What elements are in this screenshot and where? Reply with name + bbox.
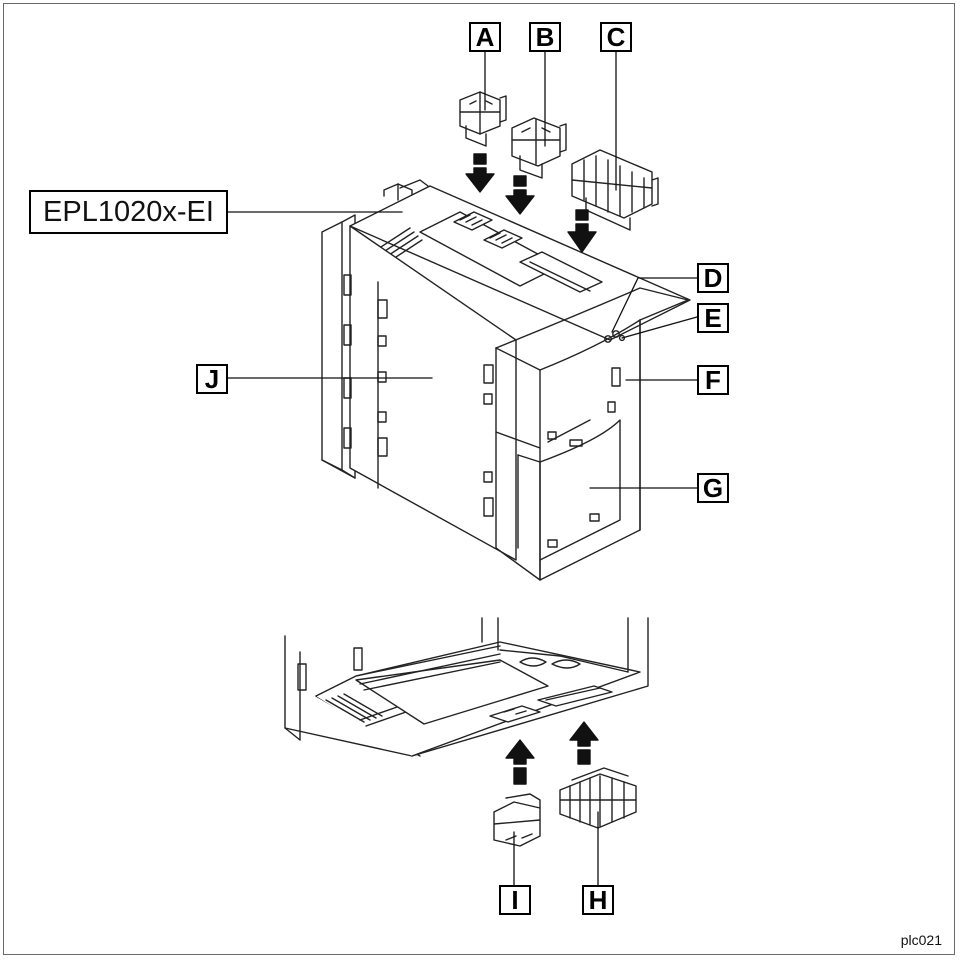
leader-e bbox=[621, 316, 698, 339]
callout-e: E bbox=[697, 303, 729, 333]
callout-g: G bbox=[697, 473, 729, 503]
connector-h-plug bbox=[559, 767, 637, 829]
device-model-label: EPL1020x-EI bbox=[29, 190, 228, 234]
callout-b: B bbox=[529, 22, 561, 52]
arrow-down-icon bbox=[567, 209, 597, 253]
figure-id: plc021 bbox=[900, 932, 942, 948]
leader-d bbox=[611, 277, 698, 333]
connector-a-plug bbox=[459, 91, 507, 147]
figure-frame bbox=[3, 3, 955, 955]
arrow-up-icon bbox=[569, 721, 599, 765]
leader-lines bbox=[227, 49, 698, 886]
connector-i-plug bbox=[493, 793, 541, 847]
connector-b-plug bbox=[511, 117, 567, 179]
callout-c: C bbox=[600, 22, 632, 52]
callout-i: I bbox=[499, 885, 531, 915]
callout-f: F bbox=[697, 365, 729, 395]
arrow-down-icon bbox=[465, 153, 495, 193]
arrow-up-icon bbox=[505, 739, 535, 785]
callout-a: A bbox=[469, 22, 501, 52]
callout-h: H bbox=[582, 885, 614, 915]
connector-c-plug bbox=[571, 149, 659, 231]
callout-d: D bbox=[697, 263, 729, 293]
callout-j: J bbox=[196, 364, 228, 394]
arrow-down-icon bbox=[505, 175, 535, 215]
device-body-bottom-view bbox=[284, 617, 649, 757]
device-body-top-view bbox=[321, 179, 691, 581]
